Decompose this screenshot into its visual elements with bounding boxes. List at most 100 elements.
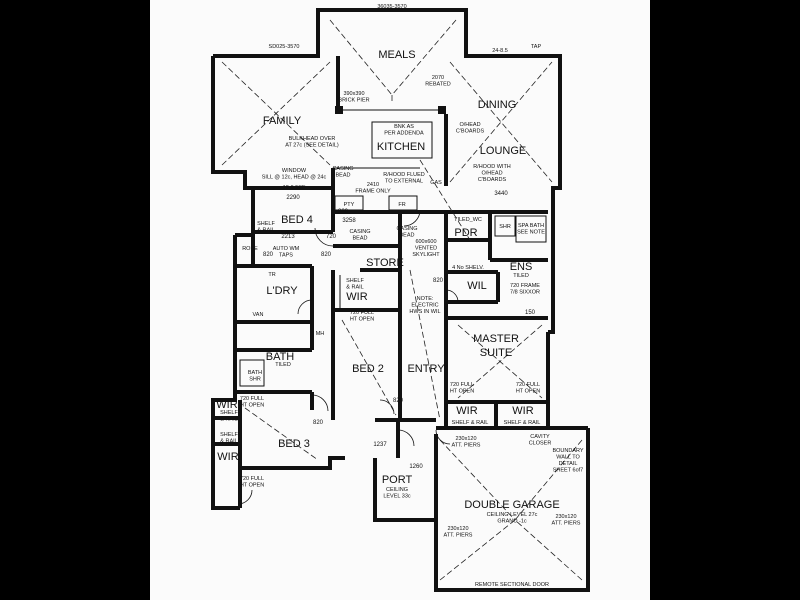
note-shelf-rail-wir: SHELF& RAIL bbox=[346, 278, 364, 291]
room-ens: ENS bbox=[510, 261, 533, 273]
room-master-2: SUITE bbox=[480, 347, 512, 359]
note-dim-3258: 3258 bbox=[342, 218, 356, 224]
note-tr: TR bbox=[268, 272, 275, 278]
room-bed4: BED 4 bbox=[281, 214, 313, 226]
note-tiled-wc: TILED_WC bbox=[454, 217, 482, 223]
room-labels: MEALS FAMILY KITCHEN DINING LOUNGE BED 4… bbox=[216, 49, 559, 511]
note-shelf-rail-bed4: SHELF& RAIL bbox=[257, 221, 275, 234]
room-ldry: L'DRY bbox=[266, 285, 298, 297]
note-shelv: 4 No SHELV. bbox=[452, 265, 484, 271]
note-top-dim: 36035-3570 bbox=[377, 4, 406, 10]
room-meals: MEALS bbox=[378, 49, 415, 61]
note-dim-24: 24-8.5 bbox=[492, 48, 508, 54]
note-dim-820-c: 820 bbox=[321, 252, 332, 258]
room-wil: WIL bbox=[467, 280, 487, 292]
door-swings bbox=[237, 209, 459, 505]
room-wir-hall: WIR bbox=[346, 291, 367, 303]
note-shr: SHR bbox=[499, 224, 511, 230]
note-mh: MH bbox=[316, 331, 325, 337]
note-shelf-rail-m2: SHELF & RAIL bbox=[504, 420, 541, 426]
note-dim-720: 720 bbox=[326, 234, 337, 240]
note-sd-left: SD025-3570 bbox=[269, 44, 300, 50]
note-dim-820-d: 820 bbox=[393, 398, 404, 404]
note-shelf-rail-m1: SHELF & RAIL bbox=[452, 420, 489, 426]
room-port: PORT bbox=[382, 474, 413, 486]
interior-walls bbox=[213, 56, 548, 508]
room-bath: BATH bbox=[266, 351, 295, 363]
room-bed2: BED 2 bbox=[352, 363, 384, 375]
outer-walls bbox=[211, 8, 590, 592]
room-garage: DOUBLE GARAGE bbox=[464, 499, 559, 511]
note-tiled-ens: TILED bbox=[513, 273, 529, 279]
note-dim-3440: 3440 bbox=[494, 191, 508, 197]
room-family: FAMILY bbox=[263, 115, 302, 127]
annotations: 36035-3570 SD025-3570 TAP 24-8.5 390x390… bbox=[220, 4, 584, 588]
room-dining: DINING bbox=[478, 99, 517, 111]
note-tap: TAP bbox=[531, 44, 542, 50]
room-bed3: BED 3 bbox=[278, 438, 310, 450]
room-store: STORE bbox=[366, 257, 404, 269]
note-dim-1260: 1260 bbox=[409, 464, 423, 470]
note-dim-150: 150 bbox=[525, 310, 536, 316]
note-window-dim: 12-9.5SF bbox=[283, 185, 306, 191]
note-dim-820-f: 820 bbox=[313, 420, 324, 426]
note-dim-2213: 2213 bbox=[281, 234, 295, 240]
note-fr: FR bbox=[398, 202, 405, 208]
note-shelf-rail-left2: SHELF& RAIL bbox=[220, 432, 238, 445]
ceiling-lines bbox=[221, 19, 583, 581]
note-gas: GAS bbox=[430, 180, 442, 186]
room-master-1: MASTER bbox=[473, 333, 519, 345]
room-wir-master-2: WIR bbox=[512, 405, 533, 417]
room-kitchen: KITCHEN bbox=[377, 141, 425, 153]
room-lounge: LOUNGE bbox=[480, 145, 526, 157]
note-dim-820-e: 820 bbox=[433, 278, 444, 284]
note-pty: PTY bbox=[344, 202, 355, 208]
kitchen-island bbox=[371, 121, 433, 159]
note-bath-tiled: TILED bbox=[275, 362, 291, 368]
note-dim-2290: 2290 bbox=[286, 195, 300, 201]
room-wir-left: WIR bbox=[216, 399, 237, 411]
note-dim-1237: 1237 bbox=[373, 442, 387, 448]
room-wir-bed3: WIR bbox=[217, 451, 238, 463]
room-entry: ENTRY bbox=[407, 363, 445, 375]
note-dim-820-a: 820 bbox=[338, 209, 349, 215]
note-shelf-rail-left: SHELF& RAIL bbox=[220, 410, 238, 423]
note-dim-820-b: 820 bbox=[263, 252, 274, 258]
note-vanity: VAN bbox=[253, 312, 264, 318]
note-remote-door: REMOTE SECTIONAL DOOR bbox=[475, 582, 549, 588]
room-pdr: PDR bbox=[454, 227, 477, 239]
room-wir-master-1: WIR bbox=[456, 405, 477, 417]
note-robe: ROBE bbox=[242, 246, 258, 252]
